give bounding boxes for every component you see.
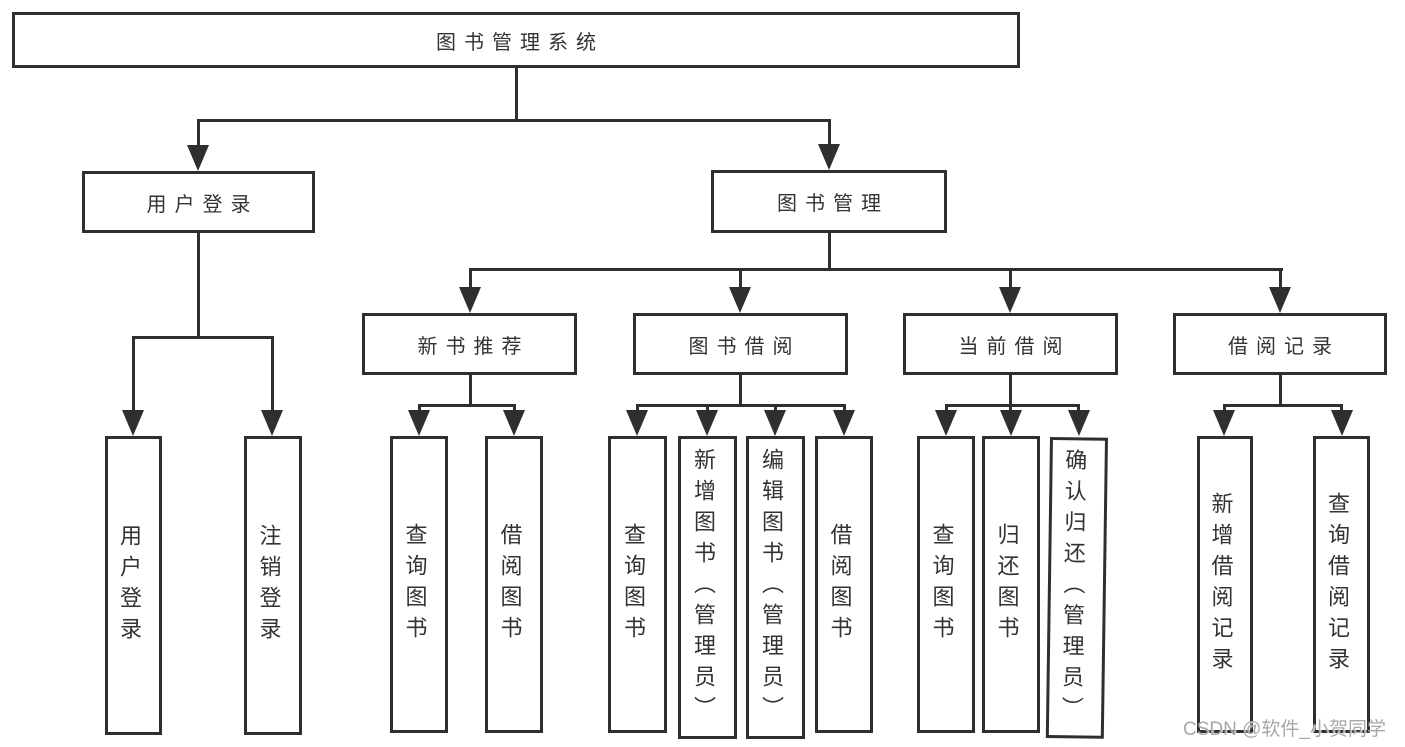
node-label: 新书推荐 — [417, 335, 530, 358]
node-book-borrowing: 图书借阅 — [633, 313, 848, 375]
node-label: 图书管理系统 — [436, 31, 604, 54]
connector-stub — [843, 404, 846, 412]
arrow-down-icon — [833, 410, 855, 436]
arrow-down-icon — [122, 410, 144, 436]
connector-stub — [774, 404, 777, 412]
leaf-label: 借阅图书 — [827, 522, 853, 647]
arrow-down-icon — [1213, 410, 1235, 436]
watermark-text: CSDN @软件_小贺同学 — [1183, 719, 1386, 740]
leaf-borrow-books-2: 借阅图书 — [815, 436, 873, 733]
arrow-down-icon — [935, 410, 957, 436]
connector-stub — [1340, 404, 1343, 412]
node-book-management: 图书管理 — [711, 170, 947, 233]
arrow-down-icon — [459, 287, 481, 313]
connector-stub — [1009, 268, 1012, 290]
connector-userlogin-horizontal — [132, 336, 274, 339]
leaf-label: 注销登录 — [256, 523, 282, 648]
connector-stub — [132, 336, 135, 412]
leaf-confirm-return-admin: 确认归还（管理员） — [1045, 437, 1108, 739]
leaf-return-books: 归还图书 — [982, 436, 1040, 733]
arrow-down-icon — [408, 410, 430, 436]
connector-stub — [945, 404, 948, 412]
node-new-book-recommend: 新书推荐 — [362, 313, 577, 375]
arrow-down-icon — [696, 410, 718, 436]
connector-root-vertical — [515, 68, 518, 120]
arrow-down-icon — [503, 410, 525, 436]
leaf-edit-books-admin: 编辑图书（管理员） — [746, 436, 805, 739]
connector-userlogin-vertical — [197, 233, 200, 337]
connector-borrowing-vertical — [739, 375, 742, 406]
leaf-label: 新增借阅记录 — [1208, 491, 1234, 678]
node-label: 借阅记录 — [1228, 335, 1340, 358]
connector-stub-book-mgmt — [828, 119, 831, 147]
leaf-label: 查询图书 — [402, 522, 428, 647]
node-user-login: 用户登录 — [82, 171, 315, 233]
connector-bookmgmt-vertical — [828, 233, 831, 271]
leaf-query-borrow-record: 查询借阅记录 — [1313, 436, 1370, 733]
arrow-down-icon — [1068, 410, 1090, 436]
connector-stub — [1077, 404, 1080, 412]
leaf-label: 查询借阅记录 — [1325, 491, 1350, 678]
connector-stub — [469, 268, 472, 290]
connector-stub-user-login — [197, 119, 200, 148]
leaf-label: 查询图书 — [621, 522, 646, 647]
connector-newbooks-horizontal — [418, 404, 516, 407]
leaf-label: 编辑图书（管理员） — [759, 448, 784, 727]
leaf-label: 查询图书 — [929, 522, 955, 647]
leaf-logout: 注销登录 — [244, 436, 302, 735]
leaf-label: 确认归还（管理员） — [1058, 448, 1088, 728]
connector-stub — [739, 268, 742, 290]
arrow-down-icon — [187, 145, 209, 171]
node-root: 图书管理系统 — [12, 12, 1020, 68]
leaf-user-login: 用户登录 — [105, 436, 162, 735]
arrow-down-icon — [1269, 287, 1291, 313]
leaf-label: 用户登录 — [117, 523, 142, 648]
connector-borrowing-horizontal — [636, 404, 845, 407]
connector-records-horizontal — [1223, 404, 1343, 407]
leaf-add-books-admin: 新增图书（管理员） — [678, 436, 737, 739]
connector-records-vertical — [1279, 375, 1282, 406]
node-label: 当前借阅 — [958, 335, 1071, 358]
node-borrow-records: 借阅记录 — [1173, 313, 1387, 375]
arrow-down-icon — [729, 287, 751, 313]
arrow-down-icon — [818, 144, 840, 170]
leaf-label: 借阅图书 — [497, 522, 523, 647]
node-label: 图书借阅 — [688, 335, 801, 358]
node-label: 图书管理 — [777, 193, 889, 215]
connector-newbooks-vertical — [469, 375, 472, 406]
leaf-query-books-1: 查询图书 — [390, 436, 448, 733]
leaf-borrow-books-1: 借阅图书 — [485, 436, 543, 733]
connector-stub — [636, 404, 639, 412]
arrow-down-icon — [626, 410, 648, 436]
connector-stub — [1223, 404, 1226, 412]
arrow-down-icon — [261, 410, 283, 436]
arrow-down-icon — [764, 410, 786, 436]
connector-level3-horizontal — [469, 268, 1283, 271]
connector-root-horizontal — [197, 119, 831, 122]
connector-current-vertical — [1009, 375, 1012, 406]
leaf-add-borrow-record: 新增借阅记录 — [1197, 436, 1253, 733]
arrow-down-icon — [1000, 410, 1022, 436]
arrow-down-icon — [1331, 410, 1353, 436]
connector-stub — [271, 336, 274, 412]
connector-stub — [513, 404, 516, 412]
leaf-label: 新增图书（管理员） — [691, 448, 716, 727]
node-current-borrowing: 当前借阅 — [903, 313, 1118, 375]
connector-stub — [418, 404, 421, 412]
leaf-label: 归还图书 — [994, 522, 1020, 647]
leaf-query-books-2: 查询图书 — [608, 436, 667, 733]
connector-current-horizontal — [945, 404, 1080, 407]
connector-stub — [706, 404, 709, 412]
leaf-query-books-3: 查询图书 — [917, 436, 975, 733]
connector-stub — [1009, 404, 1012, 412]
arrow-down-icon — [999, 287, 1021, 313]
node-label: 用户登录 — [146, 193, 259, 216]
connector-stub — [1279, 268, 1282, 290]
